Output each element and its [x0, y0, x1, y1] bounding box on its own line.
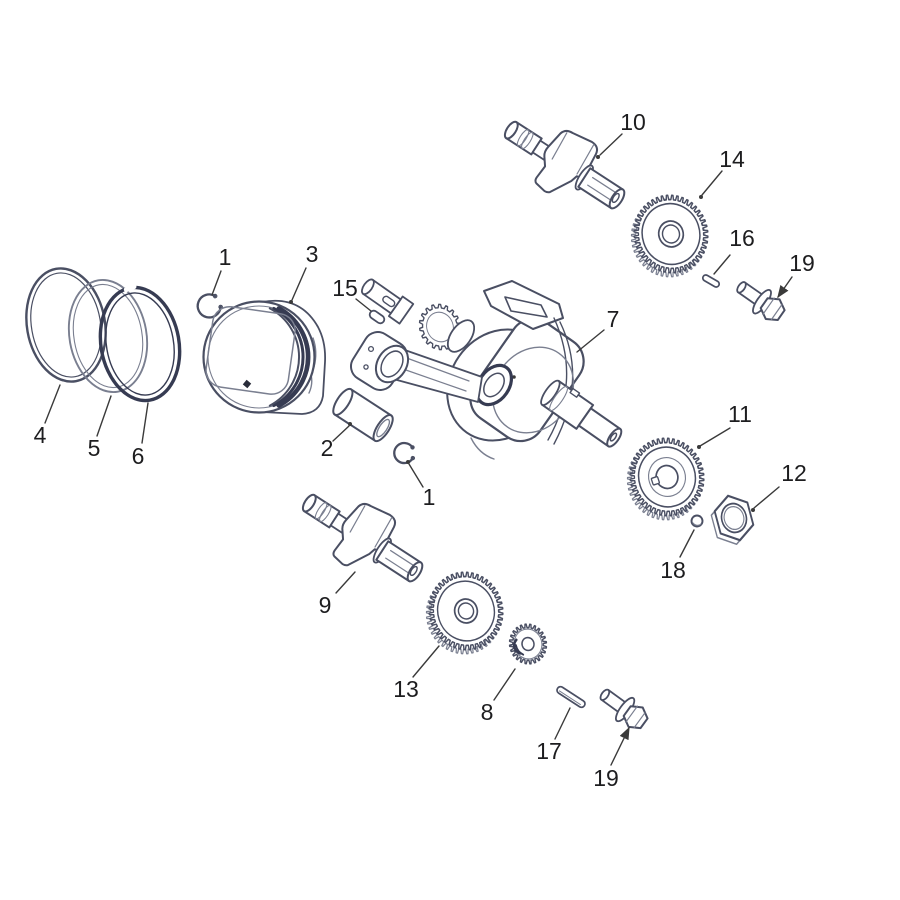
crankshaft-assembly: [350, 278, 623, 460]
piston-pin: [332, 387, 394, 443]
svg-text:7: 7: [607, 306, 620, 332]
callout-2: 2: [321, 422, 352, 461]
svg-text:12: 12: [781, 460, 807, 486]
callout-1-left: 1: [211, 244, 232, 296]
dowel-pin-long: [556, 685, 586, 709]
piston-ring-inner: [98, 284, 182, 403]
callout-19-bottom: 19: [593, 726, 630, 791]
svg-text:17: 17: [536, 738, 562, 764]
hex-nut: [710, 494, 755, 546]
svg-text:9: 9: [319, 592, 332, 618]
crank-nose-shaft: [361, 278, 415, 325]
piston-ring-middle: [67, 279, 149, 393]
dowel-pin-small: [701, 274, 721, 288]
callout-5: 5: [88, 395, 112, 461]
callout-16: 16: [713, 225, 755, 275]
svg-text:5: 5: [88, 435, 101, 461]
piston: [202, 299, 327, 415]
callout-17: 17: [536, 707, 571, 764]
flange-bolt-top: [736, 281, 786, 322]
balance-shaft-gear-rear: [425, 571, 504, 655]
svg-text:8: 8: [481, 699, 494, 725]
callout-19-top: 19: [777, 250, 815, 299]
svg-text:3: 3: [306, 241, 319, 267]
callout-13: 13: [393, 645, 440, 702]
svg-text:14: 14: [719, 146, 745, 172]
svg-text:11: 11: [728, 401, 752, 427]
woodruff-key: [368, 309, 386, 325]
callout-15: 15: [332, 275, 372, 312]
svg-text:16: 16: [729, 225, 755, 251]
svg-text:18: 18: [660, 557, 686, 583]
callout-1-right: 1: [406, 460, 435, 510]
balance-shaft-gear-front: [630, 194, 709, 278]
callout-11: 11: [697, 401, 752, 449]
svg-text:15: 15: [332, 275, 358, 301]
callout-8: 8: [481, 668, 516, 725]
piston-ring-outer: [25, 267, 107, 383]
callout-9: 9: [319, 571, 356, 618]
svg-text:13: 13: [393, 676, 419, 702]
pump-drive-gear: [508, 623, 548, 665]
circlip-left: [196, 293, 223, 319]
connecting-rod: [350, 331, 483, 403]
rod-small-end-eye: [374, 344, 410, 384]
callout-12: 12: [751, 460, 807, 512]
callouts: 1 3 15 10 14 16 19: [34, 109, 815, 791]
callout-3: 3: [289, 241, 318, 304]
svg-text:19: 19: [593, 765, 619, 791]
circlip-right: [393, 441, 416, 465]
svg-text:19: 19: [789, 250, 815, 276]
svg-text:6: 6: [132, 443, 145, 469]
callout-18: 18: [660, 529, 695, 583]
flange-bolt-bottom: [599, 688, 649, 730]
callout-4: 4: [34, 384, 61, 448]
svg-text:10: 10: [620, 109, 646, 135]
svg-text:4: 4: [34, 422, 47, 448]
callout-14: 14: [699, 146, 745, 199]
balance-shaft-rear: [301, 493, 424, 583]
callout-6: 6: [132, 402, 149, 469]
steel-ball: [690, 514, 704, 528]
svg-text:2: 2: [321, 435, 334, 461]
crankshaft-gear: [626, 437, 705, 521]
callout-7: 7: [576, 306, 620, 353]
svg-text:1: 1: [219, 244, 232, 270]
balance-shaft-front: [503, 120, 626, 210]
callout-10: 10: [596, 109, 646, 159]
crank-output-shaft: [540, 379, 623, 448]
svg-text:1: 1: [423, 484, 436, 510]
